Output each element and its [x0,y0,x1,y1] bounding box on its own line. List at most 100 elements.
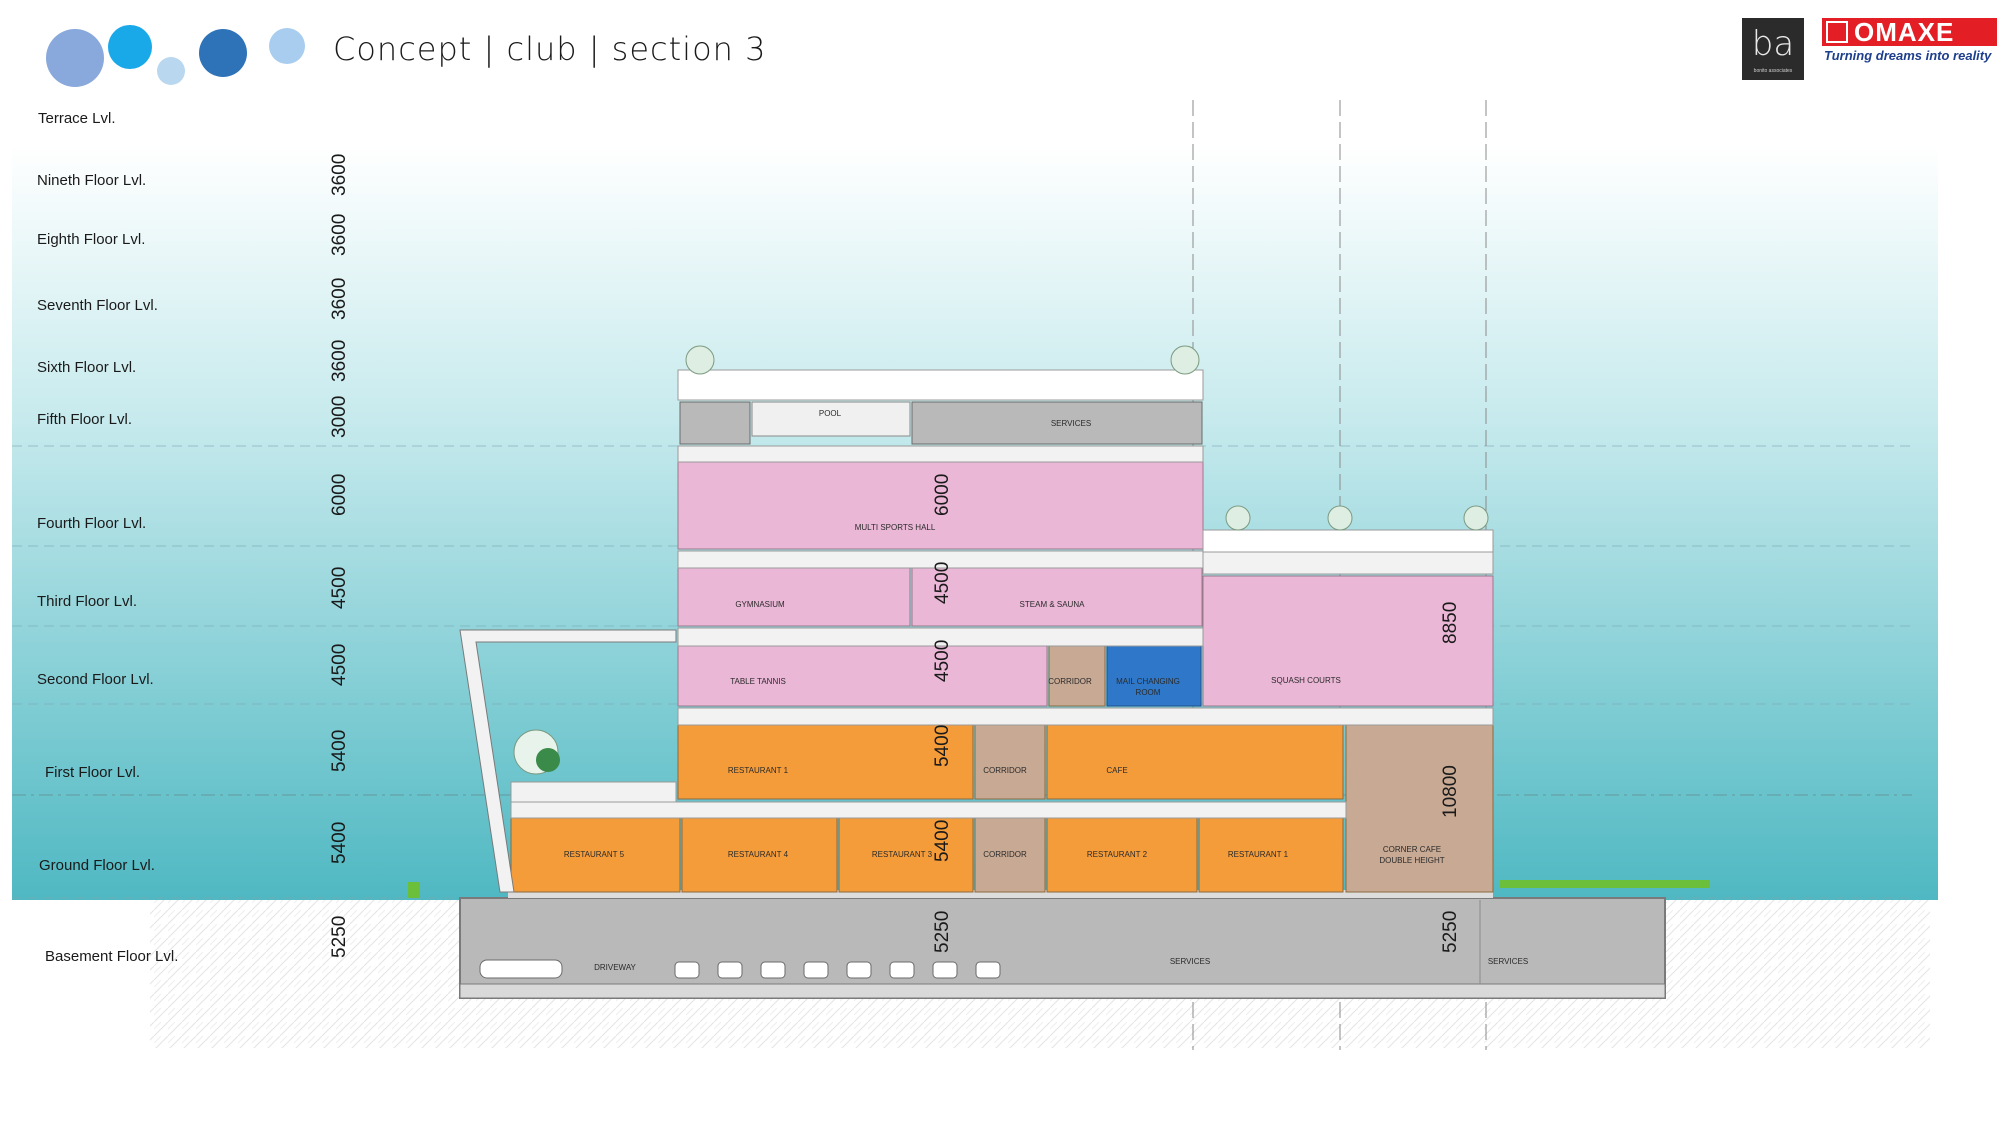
dim-inner-basement: 5250 [932,910,953,953]
label-restaurant-1-first: RESTAURANT 1 [728,766,789,775]
dim-inner-first: 5400 [932,724,953,767]
level-label-ninth: Nineth Floor Lvl. [37,172,147,189]
label-multi-sports: MULTI SPORTS HALL [855,523,936,532]
room-gymnasium [677,567,911,627]
car-3 [760,961,786,979]
room-squash [1202,575,1494,707]
dim-left-eighth: 3600 [329,213,350,256]
planter-left [408,882,420,898]
second-slab [677,707,1494,726]
dim-left-ninth: 3600 [329,153,350,196]
dim-left-sixth: 3600 [329,339,350,382]
room-table-tennis [677,645,1048,707]
label-restaurant-3: RESTAURANT 3 [872,850,933,859]
room-corridor-second [1048,645,1106,707]
room-restaurant-3 [838,817,974,893]
label-steam-sauna: STEAM & SAUNA [1020,600,1086,609]
dim-left-first: 5400 [329,729,350,772]
basement-floor-slab [459,983,1666,999]
room-corridor-first [974,724,1046,800]
ba-logo: ba bonito associates [1742,18,1804,80]
decor-circle-1 [46,29,104,87]
label-driveway: DRIVEWAY [594,963,636,972]
car-4 [803,961,829,979]
decor-circle-2 [108,25,152,69]
terrace-deck [510,781,677,803]
level-label-seventh: Seventh Floor Lvl. [37,297,158,314]
dim-inner-third: 4500 [932,561,953,604]
label-corner-cafe-2: DOUBLE HEIGHT [1379,856,1444,865]
car-7 [932,961,958,979]
label-services-top: SERVICES [1051,419,1091,428]
decor-circle-3 [157,57,185,85]
label-services-basement: SERVICES [1170,957,1210,966]
page-title: Concept | club | section 3 [333,30,767,68]
third-slab [677,627,1204,647]
decor-circle-4 [199,29,247,77]
level-label-terrace: Terrace Lvl. [38,110,116,127]
label-restaurant-1-ground: RESTAURANT 1 [1228,850,1289,859]
car-side [479,959,563,979]
label-corridor-first: CORRIDOR [983,766,1027,775]
car-2 [717,961,743,979]
dim-right-corner: 10800 [1440,765,1461,818]
room-steam-sauna [911,567,1203,627]
room-restaurant-4 [681,817,838,893]
roof-tree-right [1170,345,1200,375]
label-corridor-second: CORRIDOR [1048,677,1092,686]
dim-left-seventh: 3600 [329,277,350,320]
decor-circle-5 [269,28,305,64]
dim-left-fifth: 3000 [329,395,350,438]
car-1 [674,961,700,979]
label-squash: SQUASH COURTS [1271,676,1341,685]
room-multi-sports [677,461,1204,550]
squash-tree-2 [1327,505,1353,531]
level-label-fourth: Fourth Floor Lvl. [37,515,147,532]
label-changing-2: ROOM [1136,688,1161,697]
dim-left-third: 4500 [329,566,350,609]
ba-logo-letters: ba [1751,24,1795,64]
label-services-basement-right: SERVICES [1488,957,1528,966]
car-6 [889,961,915,979]
dim-right-basement: 5250 [1440,910,1461,953]
level-label-eighth: Eighth Floor Lvl. [37,231,146,248]
car-8 [975,961,1001,979]
label-changing-1: MAIL CHANGING [1116,677,1180,686]
label-cafe: CAFE [1106,766,1127,775]
omaxe-logo: OMAXE Turning dreams into reality [1822,18,1997,66]
dim-right-squash: 8850 [1440,601,1461,644]
first-slab [510,801,1347,819]
level-label-ground: Ground Floor Lvl. [39,857,155,874]
pool-roof-edge [677,369,1204,401]
label-restaurant-2: RESTAURANT 2 [1087,850,1148,859]
omaxe-tagline: Turning dreams into reality [1824,48,1992,63]
services-left [679,401,751,445]
planter-right-row [1500,880,1710,888]
level-label-third: Third Floor Lvl. [37,593,138,610]
canopy-structure [459,629,677,893]
label-restaurant-4: RESTAURANT 4 [728,850,789,859]
car-5 [846,961,872,979]
dim-left-fourth: 6000 [329,473,350,516]
level-label-sixth: Sixth Floor Lvl. [37,359,137,376]
label-table-tennis: TABLE TANNIS [730,677,786,686]
level-label-first: First Floor Lvl. [45,764,141,781]
squash-roof-band [1202,551,1494,575]
room-pool [751,401,911,437]
level-label-second: Second Floor Lvl. [37,671,154,688]
dim-left-second: 4500 [329,643,350,686]
room-restaurant-2 [1046,817,1198,893]
room-corner-cafe [1345,723,1494,893]
dim-left-ground: 5400 [329,821,350,864]
squash-roof [1202,529,1494,553]
ground-slab [508,890,1493,898]
room-restaurant-5 [510,817,681,893]
squash-tree-1 [1225,505,1251,531]
squash-tree-3 [1463,505,1489,531]
room-restaurant-1-first [677,724,974,800]
fifth-slab [677,445,1204,463]
room-cafe [1046,724,1344,800]
dim-inner-fourth: 6000 [932,473,953,516]
label-gymnasium: GYMNASIUM [735,600,785,609]
